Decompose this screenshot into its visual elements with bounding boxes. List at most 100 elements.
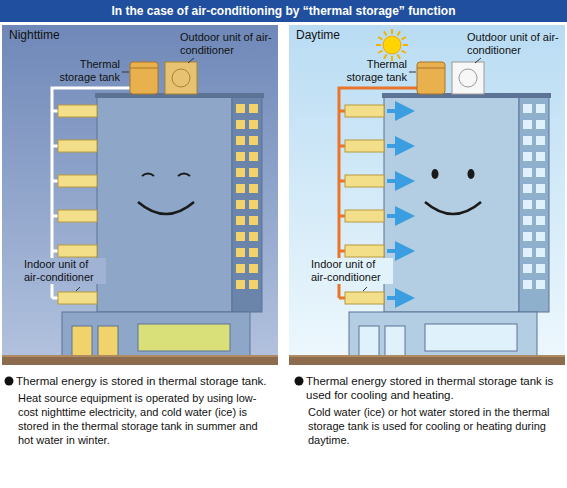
outdoor-unit-fan bbox=[172, 69, 190, 87]
note-text: Thermal energy is stored in thermal stor… bbox=[16, 374, 274, 388]
air-flow-arrow bbox=[387, 296, 411, 300]
sun-ray bbox=[378, 37, 382, 40]
window bbox=[536, 264, 545, 273]
bullet bbox=[295, 377, 304, 386]
indoor-unit bbox=[58, 175, 97, 187]
window bbox=[249, 280, 258, 289]
thermal-storage-tank bbox=[417, 62, 445, 94]
outdoor-unit bbox=[452, 62, 484, 94]
window bbox=[536, 136, 545, 145]
eye bbox=[432, 169, 439, 179]
window bbox=[236, 136, 245, 145]
indoor-unit bbox=[58, 245, 97, 257]
part-label: Indoor unit of air-conditioner bbox=[24, 258, 106, 284]
window bbox=[236, 120, 245, 129]
window bbox=[523, 264, 532, 273]
leader-line bbox=[76, 287, 80, 291]
window bbox=[536, 200, 545, 209]
bullet bbox=[5, 377, 14, 386]
window bbox=[536, 248, 545, 257]
window bbox=[236, 248, 245, 257]
window bbox=[236, 216, 245, 225]
leader-line bbox=[409, 72, 416, 73]
window bbox=[249, 232, 258, 241]
note-text: Cold water (ice) or hot water stored in … bbox=[308, 405, 560, 447]
ground-edge bbox=[2, 355, 278, 357]
window bbox=[249, 264, 258, 273]
window bbox=[249, 216, 258, 225]
part-label: Outdoor unit of air-conditioner bbox=[467, 31, 563, 57]
window bbox=[249, 168, 258, 177]
podium-door bbox=[359, 326, 379, 357]
window bbox=[236, 264, 245, 273]
building-podium bbox=[349, 312, 537, 357]
window bbox=[523, 280, 532, 289]
window bbox=[236, 200, 245, 209]
air-flow-arrow bbox=[387, 249, 411, 253]
leader-line bbox=[475, 58, 481, 63]
window bbox=[236, 232, 245, 241]
window bbox=[249, 184, 258, 193]
building-side bbox=[519, 95, 549, 312]
air-flow-arrow bbox=[387, 144, 411, 148]
note-text: Heat source equipment is operated by usi… bbox=[18, 391, 276, 447]
title-band bbox=[0, 0, 567, 22]
window bbox=[523, 216, 532, 225]
window bbox=[249, 136, 258, 145]
sun-ray bbox=[391, 29, 393, 34]
window bbox=[236, 152, 245, 161]
closed-eyes bbox=[142, 174, 190, 177]
window bbox=[536, 104, 545, 113]
ground bbox=[289, 357, 565, 365]
ground-edge bbox=[289, 355, 565, 357]
moon bbox=[81, 34, 92, 56]
indoor-unit bbox=[58, 210, 97, 222]
window bbox=[523, 184, 532, 193]
sun-ray bbox=[402, 51, 406, 54]
indoor-unit bbox=[345, 245, 384, 257]
window bbox=[536, 168, 545, 177]
podium-door bbox=[72, 326, 92, 357]
sun-ray bbox=[384, 31, 387, 35]
window bbox=[236, 184, 245, 193]
sun-disc bbox=[383, 36, 401, 54]
window bbox=[536, 280, 545, 289]
outdoor-unit bbox=[165, 62, 197, 94]
part-label: Outdoor unit of air-conditioner bbox=[180, 31, 276, 57]
smile bbox=[425, 202, 481, 214]
sun-ray bbox=[402, 37, 406, 40]
sun-ray bbox=[398, 31, 401, 35]
outdoor-unit-fan bbox=[459, 69, 477, 87]
air-flow-arrow bbox=[387, 179, 411, 183]
leader-line bbox=[188, 58, 194, 63]
title: In the case of air-conditioning by “ther… bbox=[0, 0, 567, 22]
part-label: Indoor unit of air-conditioner bbox=[311, 258, 393, 284]
indoor-unit bbox=[58, 140, 97, 152]
building-podium bbox=[62, 312, 250, 357]
window bbox=[523, 136, 532, 145]
indoor-unit bbox=[345, 292, 384, 304]
window bbox=[523, 104, 532, 113]
sky bbox=[2, 25, 278, 365]
ground bbox=[2, 357, 278, 365]
podium-window bbox=[425, 324, 517, 351]
day-panel bbox=[289, 25, 565, 365]
indoor-unit bbox=[345, 210, 384, 222]
window bbox=[236, 104, 245, 113]
podium-door bbox=[385, 326, 405, 357]
sun-ray bbox=[376, 44, 381, 46]
tank-band bbox=[417, 68, 445, 69]
window bbox=[523, 120, 532, 129]
window bbox=[236, 168, 245, 177]
window bbox=[536, 216, 545, 225]
indoor-unit bbox=[58, 105, 97, 117]
window bbox=[249, 120, 258, 129]
eye bbox=[468, 169, 475, 179]
indoor-unit bbox=[345, 175, 384, 187]
window bbox=[523, 248, 532, 257]
building-tower bbox=[97, 95, 232, 312]
podium-window bbox=[138, 324, 230, 351]
window bbox=[249, 248, 258, 257]
thermal-storage-tank bbox=[130, 62, 158, 94]
